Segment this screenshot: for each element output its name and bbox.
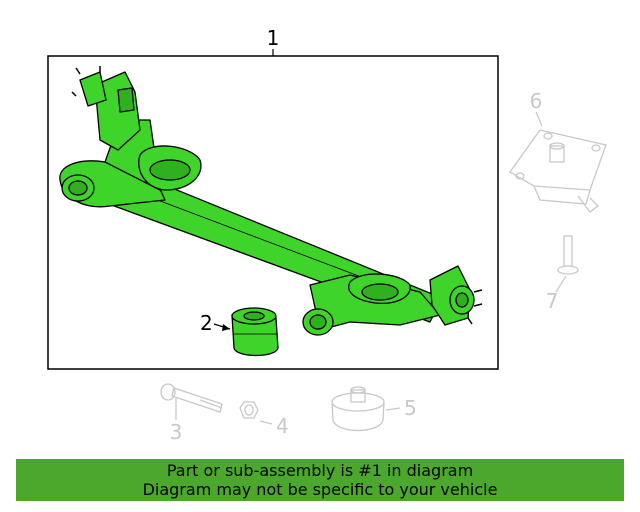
callout-1: 1 [267, 26, 280, 50]
wheel-studs [71, 66, 483, 325]
callout-3: 3 [170, 420, 183, 444]
bracket-part-6 [509, 129, 607, 213]
nut-part-4 [239, 401, 259, 419]
callout-6: 6 [530, 89, 543, 113]
diagram-notice-banner: Part or sub-assembly is #1 in diagram Di… [16, 459, 624, 501]
callout-4: 4 [276, 414, 289, 438]
bump-stop-part-5 [331, 386, 385, 432]
bolt-part-7 [557, 235, 579, 275]
bushing-part-2[interactable] [231, 307, 279, 357]
banner-line-2: Diagram may not be specific to your vehi… [142, 480, 498, 499]
callout-7-leader [555, 275, 567, 293]
callout-5-leader [385, 407, 401, 411]
callout-5: 5 [404, 396, 417, 420]
callout-4-leader [259, 420, 273, 425]
banner-line-1: Part or sub-assembly is #1 in diagram [166, 461, 474, 480]
parts-diagram: 1 [47, 26, 607, 444]
rear-axle-beam[interactable] [59, 71, 475, 336]
callout-2: 2 [200, 311, 213, 335]
callout-7: 7 [546, 289, 559, 313]
bolt-part-3 [160, 383, 223, 413]
callout-6-leader [535, 111, 543, 127]
